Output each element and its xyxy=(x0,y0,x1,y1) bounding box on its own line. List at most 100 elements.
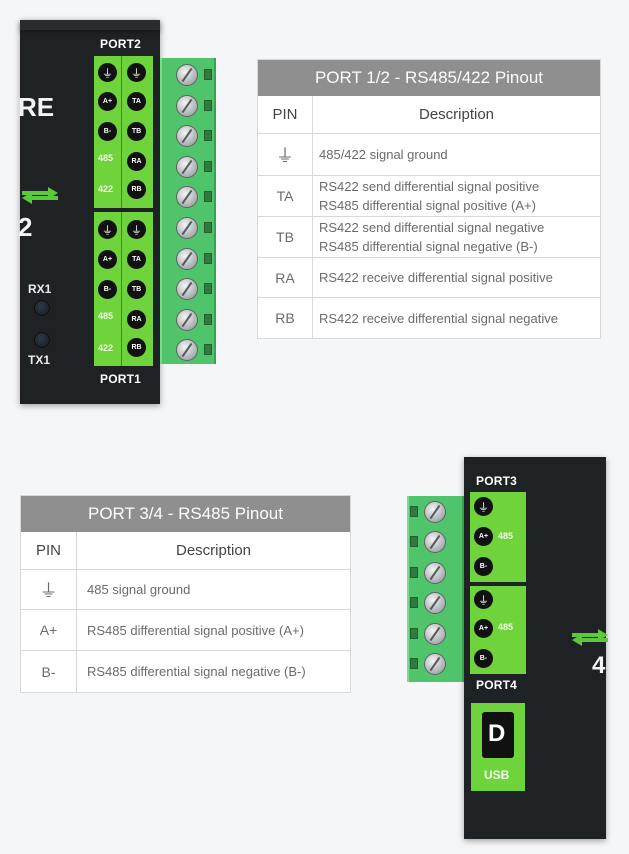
pin-ra: RA xyxy=(127,152,146,171)
pin-ta: TA xyxy=(127,92,146,111)
column-header-pin: PIN xyxy=(258,96,313,134)
pin-ra: RA xyxy=(127,310,146,329)
column-header-pin: PIN xyxy=(21,532,77,570)
desc-line: RS485 differential signal negative (B-) xyxy=(319,239,538,254)
row-desc: RS422 send differential signal positive … xyxy=(313,176,600,217)
terminal-clamp-icon xyxy=(204,160,212,172)
pin-b-minus: B- xyxy=(474,649,493,668)
usb-connector-glyph: D xyxy=(488,720,506,747)
terminal-screw-icon[interactable] xyxy=(176,94,198,117)
usb-connector-icon xyxy=(482,712,514,758)
terminal-screw-icon[interactable] xyxy=(176,339,198,362)
desc-line: RS422 receive differential signal negati… xyxy=(319,310,558,326)
port1-label: PORT1 xyxy=(100,372,142,386)
terminal-screw-icon[interactable] xyxy=(176,247,198,270)
row-pin: A+ xyxy=(21,610,77,651)
ground-icon: ⏚ xyxy=(127,63,146,82)
terminal-screw-icon[interactable] xyxy=(176,308,198,331)
port3-label: PORT3 xyxy=(476,474,518,488)
row-desc: RS422 receive differential signal negati… xyxy=(313,298,600,338)
column-header-description: Description xyxy=(77,532,350,570)
mode-485-label: 485 xyxy=(98,311,114,321)
pin-a-plus: A+ xyxy=(474,619,493,638)
terminal-block-bottom xyxy=(407,496,464,682)
row-desc: 485/422 signal ground xyxy=(313,134,600,176)
row-pin: B- xyxy=(21,651,77,692)
pin-ta: TA xyxy=(127,250,146,269)
arrows-icon xyxy=(572,629,608,646)
table-title: PORT 1/2 - RS485/422 Pinout xyxy=(258,60,600,96)
desc-line: RS422 receive differential signal positi… xyxy=(319,270,553,285)
mode-485-label: 485 xyxy=(98,153,114,163)
ground-icon: ⏚ xyxy=(474,497,493,516)
terminal-screw-icon[interactable] xyxy=(176,186,198,209)
terminal-clamp-icon xyxy=(410,566,418,578)
row-desc: RS422 send differential signal negative … xyxy=(313,217,600,258)
row-pin: RA xyxy=(258,258,313,298)
row-desc: RS485 differential signal positive (A+) xyxy=(77,610,350,651)
pin-a-plus: A+ xyxy=(98,250,117,269)
pin-rb: RB xyxy=(127,338,146,357)
pin-b-minus: B- xyxy=(98,122,117,141)
ground-icon: ⏚ xyxy=(127,220,146,239)
terminal-clamp-icon xyxy=(204,252,212,264)
row-pin-ground-icon: ⏚ xyxy=(258,134,313,176)
desc-line: RS422 send differential signal negative xyxy=(319,220,545,235)
desc-line: 485/422 signal ground xyxy=(319,147,448,162)
terminal-screw-icon[interactable] xyxy=(176,155,198,178)
desc-line: 485 signal ground xyxy=(87,582,191,597)
rx1-led-icon xyxy=(34,300,50,316)
terminal-screw-icon[interactable] xyxy=(176,278,198,301)
strip-column-divider xyxy=(121,212,122,366)
desc-line: RS422 send differential signal positive xyxy=(319,179,540,194)
row-desc: RS422 receive differential signal positi… xyxy=(313,258,600,298)
terminal-clamp-icon xyxy=(204,283,212,295)
device-brand-fragment: RE xyxy=(18,92,55,122)
terminal-screw-icon[interactable] xyxy=(424,592,446,615)
terminal-screw-icon[interactable] xyxy=(176,64,198,86)
terminal-screw-icon[interactable] xyxy=(424,622,446,645)
pinout-table-port12: PORT 1/2 - RS485/422 Pinout PIN Descript… xyxy=(257,59,601,339)
pin-tb: TB xyxy=(127,122,146,141)
row-desc: RS485 differential signal negative (B-) xyxy=(77,651,350,692)
tx1-led-icon xyxy=(34,332,50,348)
terminal-screw-icon[interactable] xyxy=(424,561,446,584)
tx1-label: TX1 xyxy=(28,353,51,367)
strip-column-divider xyxy=(121,56,122,208)
terminal-clamp-icon xyxy=(410,597,418,609)
terminal-clamp-icon xyxy=(410,506,418,517)
port2-label: PORT2 xyxy=(100,37,142,51)
table-title: PORT 3/4 - RS485 Pinout xyxy=(21,496,350,532)
mode-485-label: 485 xyxy=(498,622,514,632)
rx1-label: RX1 xyxy=(28,282,52,296)
terminal-clamp-icon xyxy=(204,313,212,325)
pin-b-minus: B- xyxy=(474,557,493,576)
terminal-clamp-icon xyxy=(204,222,212,233)
terminal-clamp-icon xyxy=(204,191,212,203)
ground-icon: ⏚ xyxy=(474,590,493,609)
mode-485-label: 485 xyxy=(498,531,514,541)
column-header-description: Description xyxy=(313,96,600,134)
desc-line: RS485 differential signal positive (A+) xyxy=(319,198,536,213)
row-pin: RB xyxy=(258,298,313,338)
terminal-clamp-icon xyxy=(204,99,212,111)
device-model-fragment: 2 xyxy=(18,212,33,242)
terminal-screw-icon[interactable] xyxy=(424,531,446,554)
pin-rb: RB xyxy=(127,180,146,199)
port4-label: PORT4 xyxy=(476,678,518,692)
terminal-screw-icon[interactable] xyxy=(424,501,446,523)
terminal-screw-icon[interactable] xyxy=(424,653,446,675)
terminal-clamp-icon xyxy=(410,536,418,548)
terminal-clamp-icon xyxy=(204,344,212,356)
row-pin-ground-icon: ⏚ xyxy=(21,570,77,610)
pinout-table-port34: PORT 3/4 - RS485 Pinout PIN Description … xyxy=(20,495,351,693)
desc-line: RS485 differential signal negative (B-) xyxy=(87,664,306,679)
usb-label: USB xyxy=(484,768,510,782)
terminal-clamp-icon xyxy=(410,658,418,669)
pin-a-plus: A+ xyxy=(98,92,117,111)
terminal-screw-icon[interactable] xyxy=(176,125,198,148)
ground-icon: ⏚ xyxy=(98,220,117,239)
device-model-fragment: 4 xyxy=(592,652,606,679)
terminal-screw-icon[interactable] xyxy=(176,217,198,239)
terminal-clamp-icon xyxy=(204,130,212,142)
